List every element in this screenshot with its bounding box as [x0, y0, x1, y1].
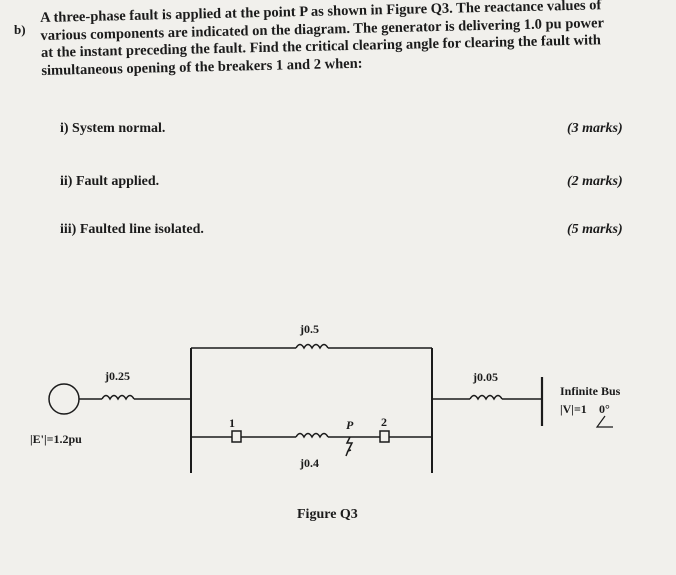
- part-i-marks: (3 marks): [567, 121, 623, 136]
- line1-reactance-label: j0.5: [299, 322, 319, 336]
- transformer-reactance-coil: [469, 394, 503, 401]
- line2-reactance-label: j0.4: [299, 456, 319, 470]
- line1-reactance-coil: [295, 343, 329, 350]
- part-iii-label: iii) Faulted line isolated.: [60, 222, 204, 237]
- breaker-1-label: 1: [229, 416, 235, 430]
- infinite-bus-voltage: |V|=1: [560, 402, 587, 416]
- figure-caption: Figure Q3: [297, 507, 358, 522]
- transformer-reactance-label: j0.05: [472, 370, 498, 384]
- part-ii-label: ii) Fault applied.: [60, 174, 160, 189]
- breaker-2-label: 2: [381, 415, 387, 429]
- part-i-label: i) System normal.: [60, 121, 166, 136]
- generator-reactance-coil: [101, 394, 135, 401]
- question-label: b): [14, 22, 26, 37]
- infinite-bus-angle: 0°: [599, 402, 610, 416]
- fault-arrow: [345, 436, 354, 457]
- angle-symbol: [595, 415, 613, 428]
- part-iii-marks: (5 marks): [567, 222, 623, 237]
- fault-point-label: P: [346, 418, 354, 432]
- generator-reactance-label: j0.25: [104, 369, 130, 383]
- generator-symbol: [48, 383, 80, 415]
- breaker-1: [231, 430, 242, 443]
- breaker-2: [379, 430, 390, 443]
- line2-reactance-coil: [295, 432, 329, 439]
- infinite-bus-label: Infinite Bus: [560, 384, 621, 398]
- generator-emf-label: |E'|=1.2pu: [30, 432, 82, 446]
- part-ii-marks: (2 marks): [567, 174, 623, 189]
